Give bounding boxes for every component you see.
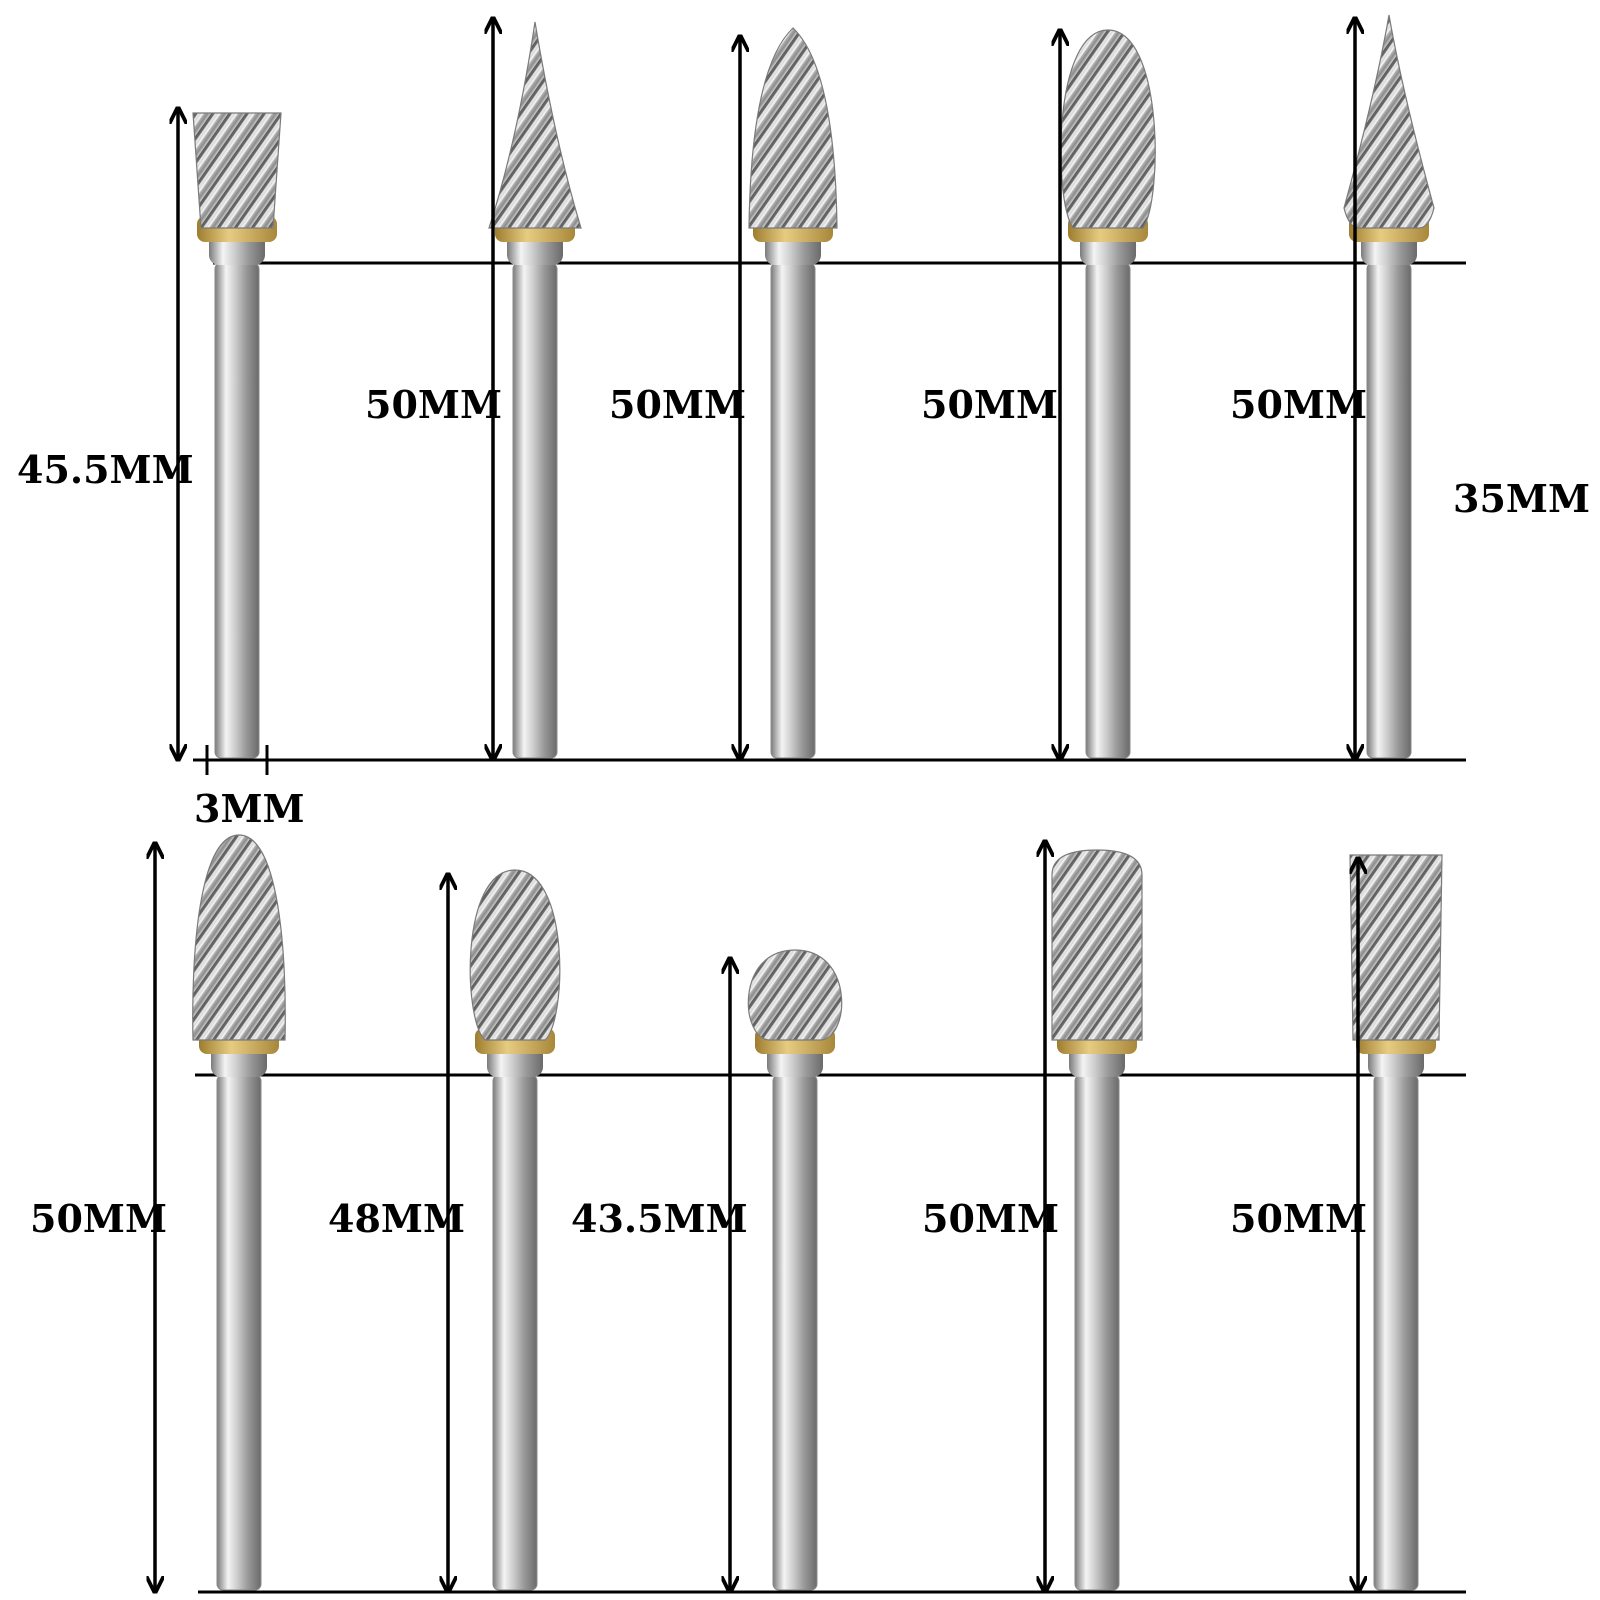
bit-top-5 [1343,14,1435,759]
label-bottom-1: 50MM [30,1196,167,1241]
label-bottom-4: 50MM [922,1196,1059,1241]
head-ball [747,949,843,1041]
shank [214,262,260,759]
bit-top-4 [1060,29,1156,759]
guide-lines [193,261,1466,1594]
bit-bottom-5 [1349,854,1443,1591]
head-flame-oval [1060,29,1156,229]
shank [1074,1074,1120,1591]
head-cylinder-ball-nose [1051,849,1143,1041]
label-shank-length: 35MM [1453,476,1590,521]
label-top-1: 45.5MM [17,447,194,492]
label-shank-diameter: 3MM [194,786,305,831]
label-top-2: 50MM [365,382,502,427]
shank [772,1074,818,1591]
bit-bottom-1 [192,834,286,1591]
label-bottom-3: 43.5MM [571,1196,748,1241]
dimension-labels: 45.5MM 50MM 50MM 50MM 50MM 35MM 3MM 50MM… [17,382,1590,1241]
shank [512,262,558,759]
bit-bottom-3 [747,949,843,1591]
shank-diameter-marker [205,745,269,775]
label-bottom-2: 48MM [328,1196,465,1241]
bit-top-1 [192,112,282,759]
head-flame-pointed [1343,14,1435,229]
head-inverted-cone [192,112,282,229]
label-top-5: 50MM [1230,382,1367,427]
head-pointed-cone [488,21,582,229]
bits-layer [192,14,1443,1591]
bit-bottom-2 [469,869,561,1591]
head-cylinder-flat [1349,854,1443,1041]
bit-bottom-4 [1051,849,1143,1591]
head-tree-pointed [748,27,838,229]
head-tree-rounded [192,834,286,1041]
label-top-4: 50MM [921,382,1058,427]
dimension-arrows [155,20,1358,1590]
shank [1085,262,1131,759]
shank [770,262,816,759]
shank [216,1074,262,1591]
shank [1366,262,1412,759]
label-top-3: 50MM [609,382,746,427]
label-bottom-5: 50MM [1230,1196,1367,1241]
bit-top-2 [488,21,582,759]
bit-top-3 [748,27,838,759]
shank [1373,1074,1419,1591]
head-oval [469,869,561,1041]
shank [492,1074,538,1591]
